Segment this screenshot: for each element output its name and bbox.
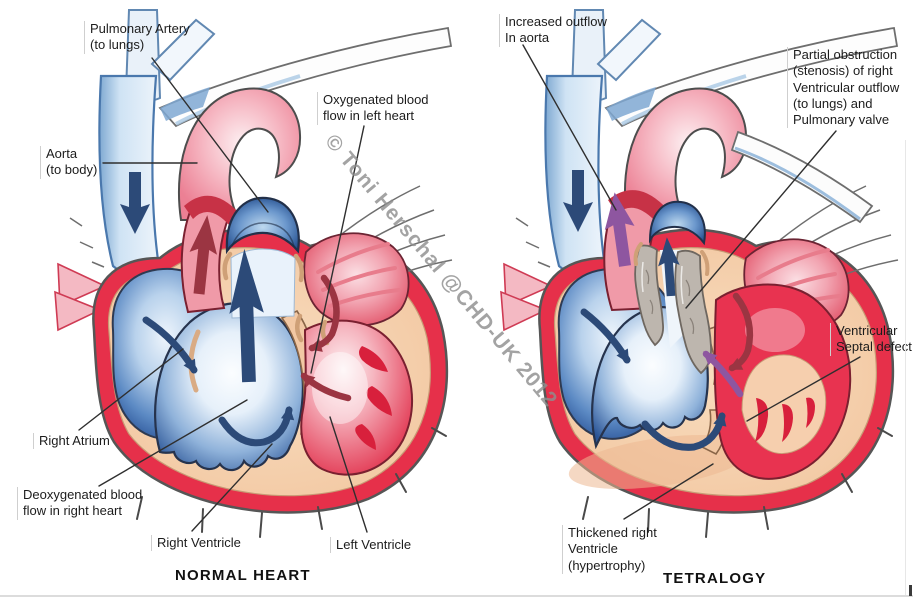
label-right-ventricle: Right Ventricle xyxy=(151,535,241,552)
label-deoxygenated-flow: Deoxygenated blood flow in right heart xyxy=(17,487,142,520)
lead-pulmonary-artery xyxy=(151,57,269,213)
label-ventricular-septal-defect: Ventricular Septal defect xyxy=(830,323,912,356)
lead-ventricular-septal-defect xyxy=(746,356,861,422)
right-pa-branch-tube xyxy=(730,130,874,224)
label-partial-obstruction: Partial obstruction (stenosis) of right … xyxy=(787,47,899,129)
tetralogy-heart-illustration xyxy=(499,8,900,539)
lead-right-ventricle xyxy=(191,443,273,532)
right-ventricle-flow-arrow xyxy=(641,412,727,451)
stenosis-bands xyxy=(633,242,712,375)
lead-increased-outflow xyxy=(522,44,617,211)
lead-lines xyxy=(78,44,861,533)
right-ventricle-chamber-small xyxy=(591,306,709,450)
lead-deoxygenated-flow xyxy=(98,399,248,487)
caption-normal-heart: NORMAL HEART xyxy=(175,567,311,584)
right-scan-edge-line xyxy=(905,140,906,595)
lead-left-ventricle xyxy=(329,416,368,533)
valve-leaflets xyxy=(188,251,330,393)
scan-edge-artifact xyxy=(909,585,912,596)
vsd-shunt-arrow xyxy=(702,350,744,398)
left-atrium-flow-arrow xyxy=(308,274,340,352)
label-aorta: Aorta (to body) xyxy=(40,146,97,179)
left-ventricle-chamber xyxy=(300,319,414,476)
label-right-atrium: Right Atrium xyxy=(33,433,110,450)
label-oxygenated-flow: Oxygenated blood flow in left heart xyxy=(317,92,429,125)
label-increased-outflow: Increased outflow In aorta xyxy=(499,14,607,47)
right-atrium-flow-arrow xyxy=(142,316,198,374)
label-left-ventricle: Left Ventricle xyxy=(330,537,411,554)
right-atrium-flow-arrow xyxy=(580,308,631,364)
pulmonary-trunk-dome xyxy=(648,200,706,246)
lead-right-atrium xyxy=(78,348,184,431)
left-atrium-flow-arrow xyxy=(728,292,754,372)
lead-oxygenated-flow xyxy=(310,125,365,374)
left-ventricle-flow-arrow xyxy=(300,372,352,402)
blood-flow-arrows-normal xyxy=(120,172,352,447)
label-pulmonary-artery: Pulmonary Artery (to lungs) xyxy=(84,21,190,54)
lead-thickened-right-ventricle xyxy=(623,463,714,520)
blood-flow-arrows-tetralogy xyxy=(563,170,754,451)
lead-partial-obstruction xyxy=(685,130,837,309)
label-thickened-right-ventricle: Thickened right Ventricle (hypertrophy) xyxy=(562,525,657,574)
caption-tetralogy: TETRALOGY xyxy=(663,570,767,587)
normal-heart-illustration xyxy=(53,8,454,539)
right-ventricle-flow-arrow xyxy=(218,406,295,447)
bottom-scan-line xyxy=(0,595,913,597)
